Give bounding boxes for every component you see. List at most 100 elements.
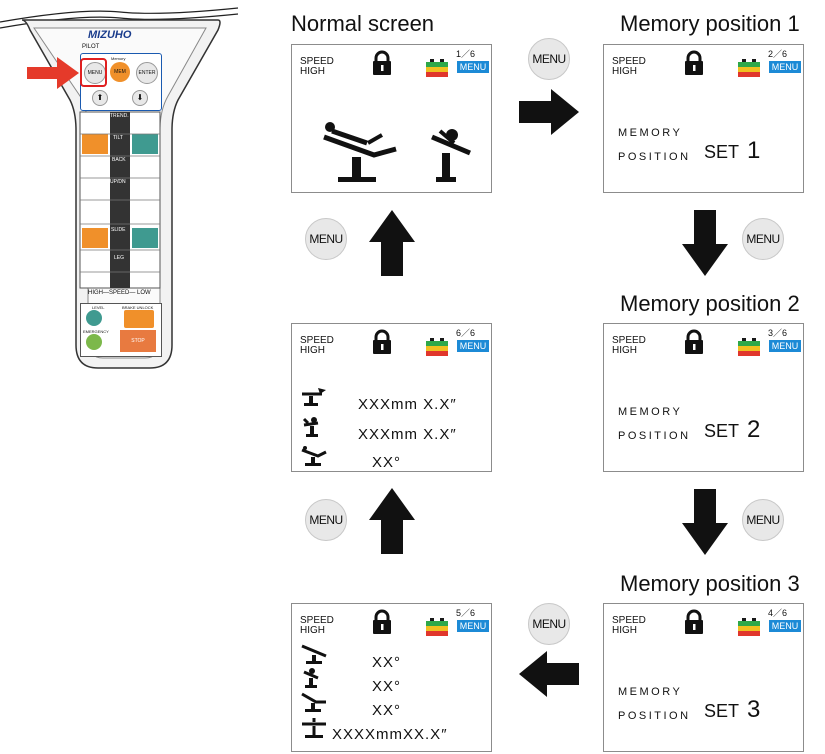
arrow-right — [519, 89, 579, 135]
battery-terminal — [752, 618, 756, 621]
memory-label: MEMORY — [618, 686, 683, 698]
value-row-3: XX° — [372, 702, 402, 719]
slide-position-icon — [302, 388, 326, 406]
arrow-left — [519, 651, 579, 697]
menu-badge: MENU — [457, 340, 489, 352]
battery-icon — [426, 621, 448, 636]
leg-label: LEG — [114, 255, 125, 261]
updn-label: UP/DN — [110, 179, 126, 185]
pilot-label: PILOT — [82, 44, 100, 50]
trend-angle-icon — [301, 644, 327, 664]
lock-icon — [373, 329, 391, 354]
arrow-up-2 — [369, 210, 415, 276]
remote-mem-key[interactable]: MEM — [110, 62, 130, 82]
level-label: LEVEL — [92, 305, 105, 310]
battery-terminal — [440, 338, 444, 341]
brake-unlock-label: BRAKE UNLOCK — [122, 305, 154, 310]
remote-brake-key[interactable] — [124, 310, 154, 328]
height-icon — [302, 718, 326, 738]
battery-icon — [738, 621, 760, 636]
value-row-1: XXXmm X.X″ — [358, 396, 457, 413]
page-indicator: 6／6 — [456, 328, 476, 338]
menu-badge: MENU — [769, 340, 801, 352]
remote-down-key[interactable]: ⬇ — [132, 90, 148, 106]
lateral-tilt-icon — [303, 668, 319, 688]
function-key-grid — [79, 111, 161, 289]
tilt-label: TILT — [113, 135, 123, 141]
menu-button[interactable]: MENU — [742, 218, 784, 260]
set-number: 2 — [747, 416, 761, 443]
menu-badge: MENU — [457, 61, 489, 73]
menu-badge: MENU — [769, 61, 801, 73]
menu-key-highlight — [80, 58, 107, 87]
value-row-4: XXXXmmXX.X″ — [332, 726, 448, 743]
memory-label: MEMORY — [618, 127, 683, 139]
page-indicator: 2／6 — [768, 49, 788, 59]
position-label: POSITION — [618, 430, 691, 442]
remote-enter-key[interactable]: ENTER — [136, 62, 158, 84]
lock-icon — [373, 50, 391, 75]
position-label: POSITION — [618, 151, 691, 163]
tilt-angle-icon — [301, 446, 327, 466]
page-indicator: 4／6 — [768, 608, 788, 618]
remote-memory-small-label: Memory — [111, 56, 126, 61]
remote-emergency-key[interactable] — [86, 334, 102, 350]
menu-button[interactable]: MENU — [528, 38, 570, 80]
battery-terminal — [430, 338, 434, 341]
battery-terminal — [742, 338, 746, 341]
battery-icon — [426, 341, 448, 356]
battery-terminal — [430, 618, 434, 621]
battery-terminal — [752, 338, 756, 341]
lock-icon — [685, 609, 703, 634]
menu-button[interactable]: MENU — [528, 603, 570, 645]
table-side-view-icon — [323, 122, 397, 182]
page-indicator: 1／6 — [456, 49, 476, 59]
lock-icon — [373, 609, 391, 634]
title-normal-screen: Normal screen — [291, 11, 435, 36]
trend-label: TREND. — [110, 113, 129, 119]
title-memory-position-1: Memory position 1 — [620, 11, 800, 36]
position-label: POSITION — [618, 710, 691, 722]
remote-level-key[interactable] — [86, 310, 102, 326]
arrow-down-2 — [682, 489, 728, 555]
battery-icon — [738, 341, 760, 356]
lock-icon — [685, 329, 703, 354]
back-label: BACK — [112, 157, 126, 163]
emergency-label: EMERGENCY — [83, 329, 109, 334]
menu-button[interactable]: MENU — [742, 499, 784, 541]
title-memory-position-2: Memory position 2 — [620, 291, 800, 316]
menu-button[interactable]: MENU — [305, 499, 347, 541]
red-pointer-arrow — [27, 57, 79, 89]
menu-badge: MENU — [457, 620, 489, 632]
remote-up-key[interactable]: ⬆ — [92, 90, 108, 106]
set-number: 3 — [747, 696, 761, 723]
battery-terminal — [742, 59, 746, 62]
value-row-3: XX° — [372, 454, 402, 471]
back-angle-icon — [301, 692, 326, 712]
battery-terminal — [430, 59, 434, 62]
menu-button[interactable]: MENU — [305, 218, 347, 260]
remote-stop-key[interactable]: STOP — [120, 330, 156, 352]
title-memory-position-3: Memory position 3 — [620, 571, 800, 596]
page-indicator: 5／6 — [456, 608, 476, 618]
set-number: 1 — [747, 137, 761, 164]
value-row-2: XX° — [372, 678, 402, 695]
value-row-2: XXXmm X.X″ — [358, 426, 457, 443]
arrow-up-1 — [369, 488, 415, 554]
slide-label: SLIDE — [111, 227, 126, 233]
battery-terminal — [742, 618, 746, 621]
value-row-1: XX° — [372, 654, 402, 671]
brand-logo: MIZUHO — [88, 29, 132, 41]
